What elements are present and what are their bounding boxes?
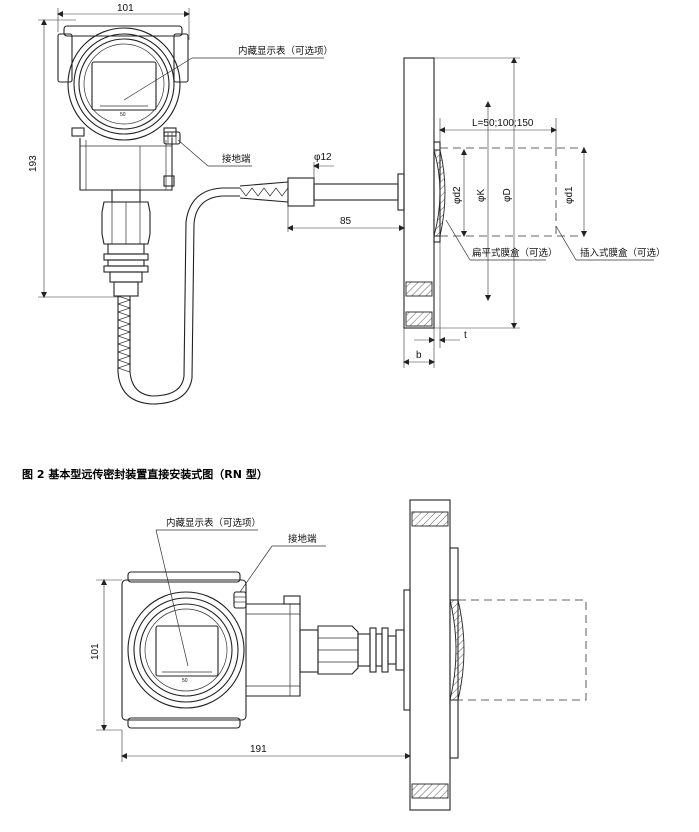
top-height-value: 193 (28, 155, 39, 172)
top-display-label: 内藏显示表（可选项） (238, 45, 333, 57)
top-display-scale: 50 (120, 112, 126, 118)
top-tube-dimensions: φ12 85 (287, 152, 405, 232)
bottom-length-value: 191 (250, 744, 267, 755)
top-flange (403, 57, 446, 329)
top-d2-value: φd2 (452, 186, 463, 204)
bottom-connector-assembly (299, 625, 405, 675)
bottom-ground-label: 接地端 (288, 533, 317, 545)
top-b-value: b (416, 350, 422, 361)
bottom-labels: 内藏显示表（可选项） 接地端 (155, 517, 326, 667)
bottom-height-dimension: 101 (90, 579, 122, 731)
bottom-ground-terminal (233, 591, 247, 609)
top-thickness-dimensions: b t (403, 242, 467, 368)
bottom-transmitter-housing: 50 (121, 571, 301, 729)
bottom-display-scale: 50 (182, 678, 188, 684)
top-ground-terminal (163, 131, 181, 145)
top-d1-value: φd1 (564, 186, 575, 204)
bottom-flange (403, 499, 587, 811)
figure-caption: 图 2 基本型远传密封装置直接安装式图（RN 型） (22, 467, 268, 481)
bottom-display-window (155, 625, 219, 677)
top-figure: 101 193 50 (28, 3, 666, 405)
top-t-value: t (464, 330, 467, 341)
top-insert-diaphragm-label: 插入式膜盒（可选） (580, 247, 666, 259)
top-tube-len-value: 85 (340, 216, 352, 227)
bottom-length-dimension: 191 (121, 730, 411, 762)
bottom-display-label: 内藏显示表（可选项） (166, 517, 261, 529)
top-armored-hose (239, 173, 405, 211)
top-ground-label: 接地端 (222, 153, 251, 165)
top-tube-dia-value: φ12 (314, 152, 332, 163)
bottom-figure: 50 (90, 499, 587, 811)
top-connector-assembly (101, 187, 240, 405)
top-insert-dimensions: L=50;100;150 φd1 φd2 φK φD (434, 57, 587, 329)
top-height-dimension: 193 (28, 19, 120, 298)
top-display-window (91, 61, 157, 111)
top-labels: 内藏显示表（可选项） 接地端 扁平式膜盒（可选） 插入式膜盒（可选） (123, 45, 666, 261)
top-K-value: φK (476, 189, 487, 202)
top-insert-len-value: L=50;100;150 (472, 118, 534, 129)
top-D-value: φD (502, 188, 513, 202)
bottom-height-value: 101 (90, 643, 101, 660)
top-width-value: 101 (117, 3, 134, 14)
top-transmitter-housing: 50 (57, 25, 189, 191)
top-flat-diaphragm-label: 扁平式膜盒（可选） (472, 247, 558, 259)
